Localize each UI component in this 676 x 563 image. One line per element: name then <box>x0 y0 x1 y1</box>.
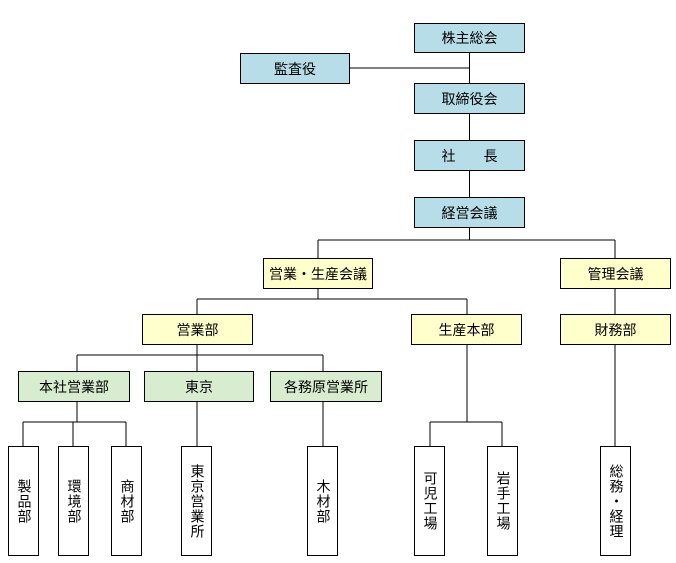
node-environment: 環境部 <box>58 446 89 556</box>
node-president: 社 長 <box>414 140 525 171</box>
node-iwate-factory: 岩手工場 <box>487 446 518 556</box>
node-tokyo-office: 東京営業所 <box>181 446 212 556</box>
node-tokyo: 東京 <box>144 371 254 402</box>
node-tokyo-office-label: 東京営業所 <box>188 463 205 539</box>
node-kakamigahara-office: 各務原営業所 <box>270 371 382 402</box>
node-lumber-label: 木材部 <box>314 478 331 524</box>
node-production-hq: 生産本部 <box>411 314 522 345</box>
node-production-hq-label: 生産本部 <box>438 322 495 339</box>
node-auditor-label: 監査役 <box>274 61 316 78</box>
node-lumber: 木材部 <box>307 446 338 556</box>
node-kani-factory-label: 可児工場 <box>421 471 438 531</box>
node-products-label: 製品部 <box>15 478 32 524</box>
node-general-accounting-label: 総務・経理 <box>607 463 624 539</box>
node-sales-production-meeting: 営業・生産会議 <box>263 258 373 289</box>
node-shareholders-label: 株主総会 <box>441 31 498 47</box>
node-kani-factory: 可児工場 <box>414 446 445 556</box>
node-auditor: 監査役 <box>240 53 350 84</box>
node-sales-dept: 営業部 <box>142 314 253 345</box>
node-admin-meeting-label: 管理会議 <box>587 266 644 283</box>
node-iwate-factory-label: 岩手工場 <box>494 471 511 531</box>
node-tokyo-label: 東京 <box>185 379 213 396</box>
node-shareholders: 株主総会 <box>414 23 525 53</box>
node-products: 製品部 <box>8 446 39 556</box>
node-sales-production-meeting-label: 営業・生産会議 <box>269 266 367 283</box>
node-board-label: 取締役会 <box>441 91 498 108</box>
node-admin-meeting: 管理会議 <box>560 258 671 289</box>
node-head-office-sales-label: 本社営業部 <box>39 379 109 396</box>
node-finance-dept: 財務部 <box>560 314 671 345</box>
node-finance-dept-label: 財務部 <box>594 322 637 339</box>
node-merchandise-label: 商材部 <box>118 478 135 524</box>
node-general-accounting: 総務・経理 <box>600 446 631 556</box>
node-president-label: 社 長 <box>441 148 498 165</box>
node-management-meeting: 経営会議 <box>414 197 525 228</box>
node-board: 取締役会 <box>414 83 525 114</box>
node-management-meeting-label: 経営会議 <box>441 205 498 222</box>
node-environment-label: 環境部 <box>65 478 82 524</box>
node-sales-dept-label: 営業部 <box>176 322 219 339</box>
node-merchandise: 商材部 <box>111 446 142 556</box>
node-head-office-sales: 本社営業部 <box>18 371 130 402</box>
node-kakamigahara-office-label: 各務原営業所 <box>284 379 368 396</box>
